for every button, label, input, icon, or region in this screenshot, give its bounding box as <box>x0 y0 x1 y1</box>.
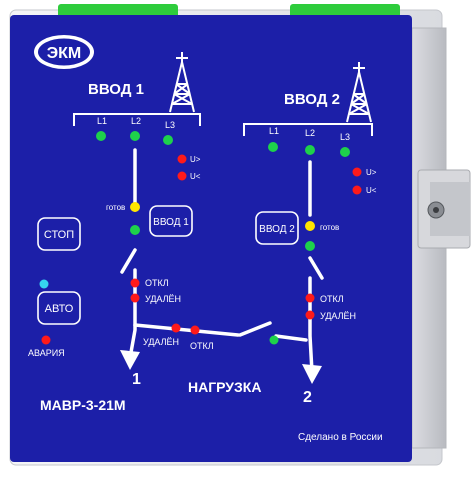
breaker2-removed-label: УДАЛЁН <box>320 311 356 321</box>
input1-u-high-led <box>177 154 187 164</box>
tower-icon-1 <box>169 52 195 113</box>
input1-phase-l3: L3 <box>165 120 175 130</box>
green-clip-right <box>290 4 400 18</box>
breaker2-off-led <box>305 293 315 303</box>
input2-bus <box>243 123 373 136</box>
breaker1-removed-label: УДАЛЁН <box>145 294 181 304</box>
tie-on-led <box>269 335 279 345</box>
input1-button[interactable]: ВВОД 1 <box>149 205 193 237</box>
made-in-label: Сделано в России <box>298 432 383 443</box>
load-title: НАГРУЗКА <box>188 379 261 395</box>
breaker2-removed-led <box>305 310 315 320</box>
green-clip-left <box>58 4 178 18</box>
input2-u-low-label: U< <box>366 186 377 195</box>
input1-phase-l1: L1 <box>97 116 107 126</box>
input2-u-high-led <box>352 167 362 177</box>
input1-bus <box>73 113 201 126</box>
input1-u-low-label: U< <box>190 172 201 181</box>
auto-led <box>39 279 49 289</box>
input1-phase-l2: L2 <box>131 116 141 126</box>
alarm-label: АВАРИЯ <box>28 348 65 358</box>
ekm-logo: ЭКМ <box>34 35 94 69</box>
input1-l1-led <box>96 131 106 141</box>
auto-button-label: АВТО <box>45 303 74 315</box>
stop-button[interactable]: СТОП <box>37 217 81 251</box>
input1-u-high-label: U> <box>190 155 201 164</box>
tie-off-led <box>190 325 200 335</box>
input2-button[interactable]: ВВОД 2 <box>255 211 299 245</box>
input1-l3-led <box>163 135 173 145</box>
input1-l2-led <box>130 131 140 141</box>
tower-icon-2 <box>346 62 372 123</box>
breaker2-off-label: ОТКЛ <box>320 294 344 304</box>
tie-removed-led <box>171 323 181 333</box>
tie-off-label: ОТКЛ <box>190 341 214 351</box>
stop-button-label: СТОП <box>44 229 74 241</box>
input1-ready-led <box>130 202 140 212</box>
input1-u-low-led <box>177 171 187 181</box>
input2-phase-l1: L1 <box>269 126 279 136</box>
output2-label: 2 <box>303 389 312 406</box>
input2-phase-l3: L3 <box>340 132 350 142</box>
input2-u-high-label: U> <box>366 168 377 177</box>
input1-switch-led <box>130 225 140 235</box>
input1-button-label: ВВОД 1 <box>153 217 189 228</box>
tie-removed-label: УДАЛЁН <box>143 337 179 347</box>
model-name: МАВР-3-21М <box>40 397 126 413</box>
output2-arrow <box>302 364 322 384</box>
input2-ready-label: готов <box>320 223 339 232</box>
input1-title: ВВОД 1 <box>88 81 144 98</box>
line1 <box>120 148 137 360</box>
input2-l3-led <box>340 147 350 157</box>
breaker1-off-led <box>130 278 140 288</box>
input2-phase-l2: L2 <box>305 128 315 138</box>
breaker1-removed-led <box>130 293 140 303</box>
input2-title: ВВОД 2 <box>284 91 340 108</box>
breaker1-off-label: ОТКЛ <box>145 278 169 288</box>
alarm-led <box>41 335 51 345</box>
output1-arrow <box>120 350 140 370</box>
input2-button-label: ВВОД 2 <box>259 224 295 235</box>
input2-l1-led <box>268 142 278 152</box>
input2-l2-led <box>305 145 315 155</box>
tie-line <box>133 321 308 342</box>
input2-ready-led <box>305 221 315 231</box>
input2-switch-led <box>305 241 315 251</box>
output1-label: 1 <box>132 371 141 388</box>
logo-text: ЭКМ <box>47 45 81 62</box>
input2-u-low-led <box>352 185 362 195</box>
auto-button[interactable]: АВТО <box>37 291 81 325</box>
input1-ready-label: готов <box>106 203 125 212</box>
